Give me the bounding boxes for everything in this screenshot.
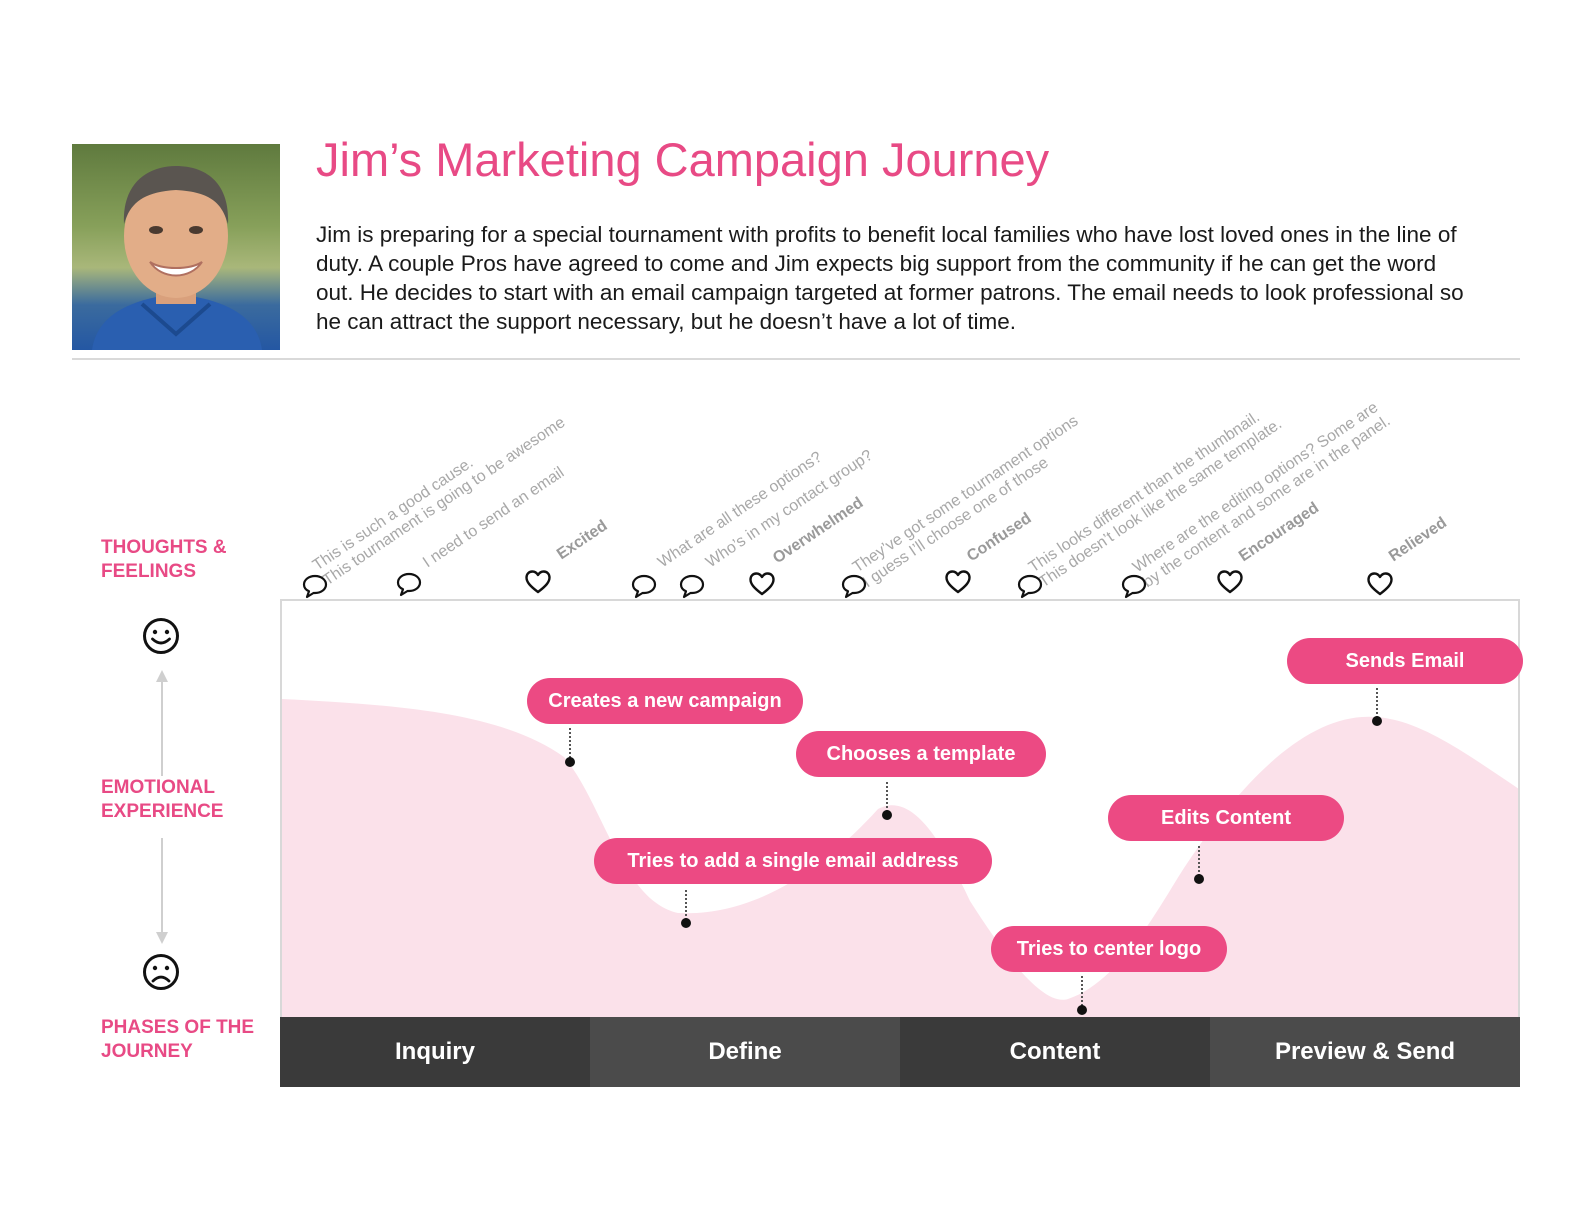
event-dot — [1077, 1005, 1087, 1015]
event-pointer — [1081, 976, 1083, 1006]
phase-content: Content — [900, 1017, 1210, 1087]
phase-define: Define — [590, 1017, 900, 1087]
event-pointer — [569, 728, 571, 758]
feeling-label: Relieved — [1385, 514, 1451, 566]
smiley-face-icon — [143, 618, 179, 654]
heart-icon — [1217, 570, 1243, 594]
event-pointer — [685, 890, 687, 920]
page-title: Jim’s Marketing Campaign Journey — [316, 133, 1050, 186]
event-dot — [681, 918, 691, 928]
event-add-email: Tries to add a single email address — [594, 838, 992, 884]
event-creates-campaign: Creates a new campaign — [527, 678, 803, 724]
heart-icon — [749, 572, 775, 596]
event-edits-content: Edits Content — [1108, 795, 1344, 841]
frowning-face-icon — [143, 954, 179, 990]
emotion-scale-arrow-icon — [156, 670, 168, 944]
event-dot — [565, 757, 575, 767]
speech-bubble-icon — [679, 574, 705, 599]
event-pointer — [1198, 846, 1200, 876]
speech-bubble-icon — [631, 574, 657, 599]
thoughts-feelings-label: THOUGHTS & FEELINGS — [101, 537, 227, 582]
phases-label: PHASES OF THE JOURNEY — [101, 1017, 255, 1062]
speech-bubble-icon — [1121, 574, 1147, 599]
speech-bubble-icon — [396, 572, 422, 597]
journey-phases: Inquiry Define Content Preview & Send — [280, 1017, 1520, 1087]
phase-preview-send: Preview & Send — [1210, 1017, 1520, 1087]
header-divider — [72, 358, 1520, 360]
event-chooses-template: Chooses a template — [796, 731, 1046, 777]
speech-bubble-icon — [841, 574, 867, 599]
feeling-label: Excited — [553, 517, 611, 564]
persona-photo — [72, 144, 280, 350]
persona-scenario: Jim is preparing for a special tournamen… — [316, 222, 1464, 334]
heart-icon — [525, 570, 551, 594]
event-pointer — [1376, 688, 1378, 718]
speech-bubble-icon — [302, 574, 328, 599]
event-sends-email: Sends Email — [1287, 638, 1523, 684]
emotional-experience-label: EMOTIONAL EXPERIENCE — [101, 777, 224, 822]
speech-bubble-icon — [1017, 574, 1043, 599]
event-dot — [1194, 874, 1204, 884]
heart-icon — [1367, 572, 1393, 596]
event-center-logo: Tries to center logo — [991, 926, 1227, 972]
heart-icon — [945, 570, 971, 594]
phase-inquiry: Inquiry — [280, 1017, 590, 1087]
event-dot — [1372, 716, 1382, 726]
event-pointer — [886, 782, 888, 812]
persona-portrait-illustration — [92, 166, 262, 350]
event-dot — [882, 810, 892, 820]
